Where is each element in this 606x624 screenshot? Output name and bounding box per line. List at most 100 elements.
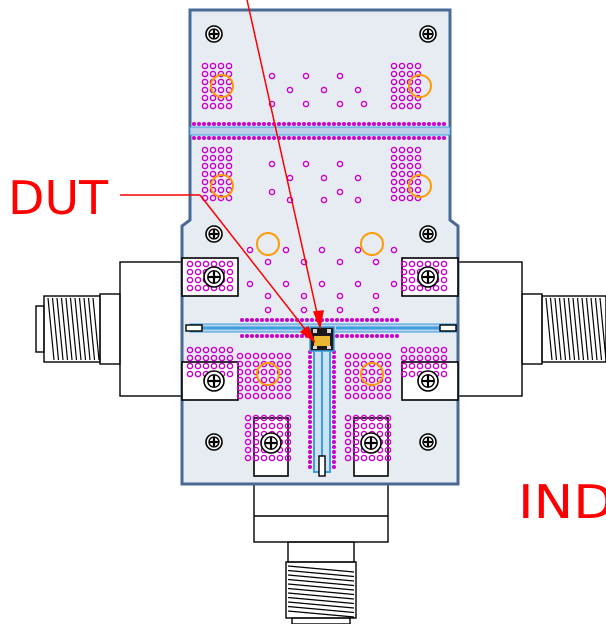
via (302, 100, 310, 108)
via (344, 454, 352, 462)
via (352, 122, 356, 126)
via (282, 280, 290, 288)
via (218, 346, 226, 354)
via (336, 188, 344, 196)
via (390, 154, 398, 162)
via (268, 392, 276, 400)
via (255, 318, 259, 322)
via (424, 346, 432, 354)
via (400, 284, 408, 292)
via (276, 360, 284, 368)
via (402, 122, 406, 126)
via (240, 318, 244, 322)
via (400, 370, 408, 378)
via (194, 346, 202, 354)
via (370, 318, 374, 322)
via (384, 368, 392, 376)
via (210, 362, 218, 370)
via (257, 136, 261, 140)
via (412, 122, 416, 126)
screw-icon (260, 432, 282, 454)
via (414, 154, 422, 162)
via (280, 318, 284, 322)
via (217, 186, 225, 194)
via (201, 170, 209, 178)
via (398, 94, 406, 102)
via (414, 78, 422, 86)
screw-icon (417, 266, 439, 288)
via (307, 136, 311, 140)
via (406, 94, 414, 102)
via (252, 136, 256, 140)
via (360, 318, 364, 322)
via (332, 425, 336, 429)
via (227, 122, 231, 126)
via (201, 86, 209, 94)
via (440, 284, 448, 292)
via (390, 246, 398, 254)
via (236, 360, 244, 368)
via (276, 422, 284, 430)
via (217, 178, 225, 186)
via (392, 136, 396, 140)
right-connector-threads (545, 297, 606, 361)
via (307, 122, 311, 126)
via (335, 318, 339, 322)
via (280, 334, 284, 338)
via (285, 318, 289, 322)
via (245, 318, 249, 322)
via (308, 430, 312, 434)
via (390, 162, 398, 170)
via (201, 178, 209, 186)
via (260, 422, 268, 430)
via (268, 160, 276, 168)
via (384, 376, 392, 384)
via (225, 162, 233, 170)
via (250, 334, 254, 338)
via (282, 122, 286, 126)
via (332, 400, 336, 404)
mounting-hole (210, 174, 234, 198)
via (308, 355, 312, 359)
via (300, 306, 308, 314)
via (322, 136, 326, 140)
annotation-leaders (120, 0, 324, 344)
via (332, 385, 336, 389)
via (332, 405, 336, 409)
via (308, 370, 312, 374)
via (218, 284, 226, 292)
via (276, 430, 284, 438)
via (286, 86, 294, 94)
via (217, 70, 225, 78)
via (400, 268, 408, 276)
via (295, 334, 299, 338)
via (377, 136, 381, 140)
via (268, 422, 276, 430)
via (276, 414, 284, 422)
via (400, 276, 408, 284)
via (414, 178, 422, 186)
via (407, 122, 411, 126)
via (186, 284, 194, 292)
via (332, 355, 336, 359)
via (212, 136, 216, 140)
via (308, 410, 312, 414)
screw-icon (417, 370, 439, 392)
screws (203, 25, 439, 454)
via (210, 354, 218, 362)
via (414, 62, 422, 70)
via (357, 136, 361, 140)
via (268, 454, 276, 462)
via (336, 292, 344, 300)
via (344, 430, 352, 438)
via (226, 354, 234, 362)
via (347, 122, 351, 126)
via (437, 136, 441, 140)
via (390, 62, 398, 70)
via (344, 392, 352, 400)
via (244, 376, 252, 384)
via (209, 62, 217, 70)
via (197, 136, 201, 140)
via (398, 154, 406, 162)
via (340, 318, 344, 322)
